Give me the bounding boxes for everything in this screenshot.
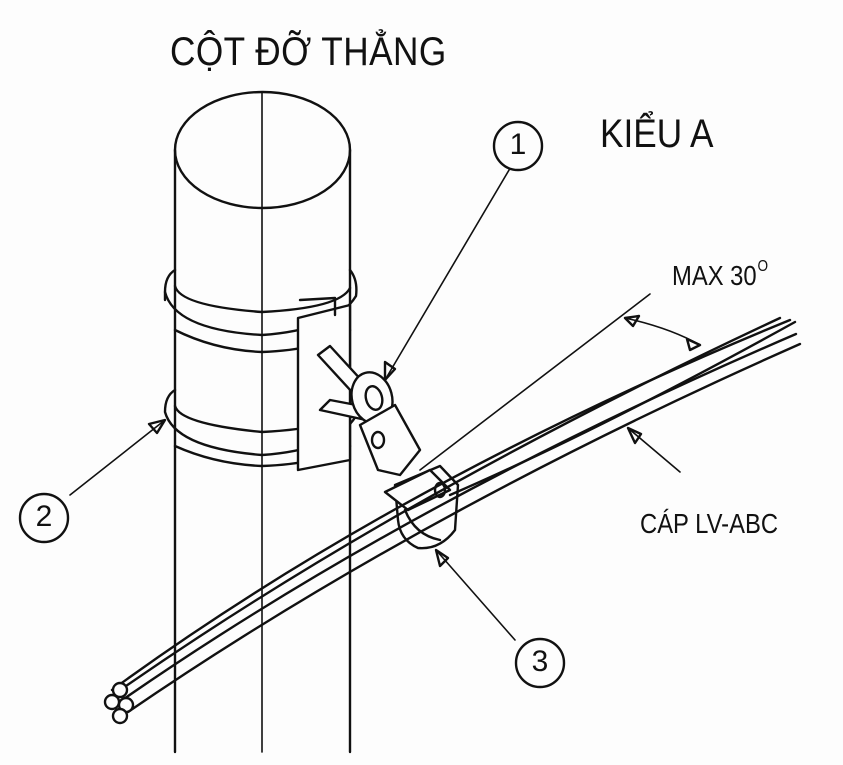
hook-arm (316, 344, 394, 425)
callout-circle-3 (514, 637, 566, 689)
leader-lines (69, 164, 681, 641)
lv-abc-cable (103, 316, 802, 725)
max-angle-text: MAX 30 (672, 260, 757, 291)
mounting-bracket (296, 296, 352, 472)
callout-number-1: 1 (509, 128, 527, 161)
callout-circle-2 (18, 492, 70, 544)
callout-number-2: 2 (35, 500, 53, 533)
type-label: KIỂU A (600, 112, 714, 156)
callout-number-3: 3 (531, 645, 549, 678)
degree-mark: O (757, 258, 769, 275)
angle-indicator (419, 293, 702, 471)
callout-circle-1 (492, 120, 544, 172)
diagram-title: CỘT ĐỠ THẲNG (170, 30, 447, 74)
suspension-clamp (358, 403, 460, 550)
max-angle-label: MAX 30O (672, 258, 768, 292)
cable-label: CÁP LV-ABC (640, 508, 779, 539)
